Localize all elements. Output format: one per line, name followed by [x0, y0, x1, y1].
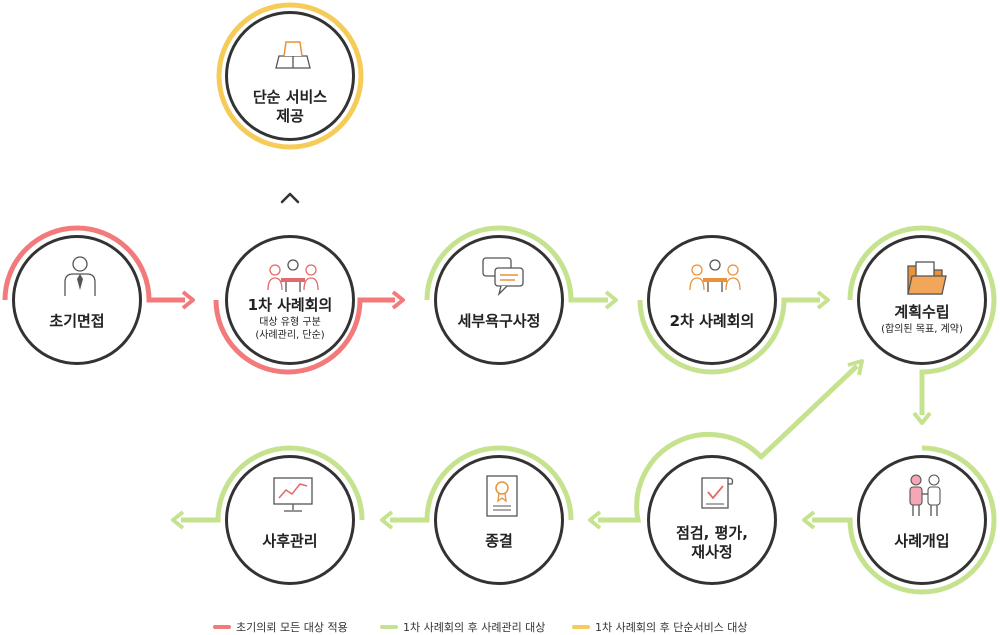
monitor-chart-icon — [273, 477, 313, 512]
green-arrowhead-2 — [816, 290, 830, 310]
people-icon — [909, 474, 941, 516]
legend-label: 초기의뢰 모든 대상 적용 — [236, 621, 348, 634]
green-arc-review — [598, 431, 764, 523]
node-title: 종결 — [485, 532, 513, 550]
node-title: 2차 사례회의 — [669, 312, 755, 330]
legend-item-green: 1차 사례회의 후 사례관리 대상 — [380, 619, 545, 635]
green-arrowhead-5 — [588, 510, 602, 530]
green-arc-needs — [424, 225, 608, 303]
green-arrowhead-1 — [604, 290, 618, 310]
meeting-icon — [689, 259, 741, 292]
legend-item-red: 초기의뢰 모든 대상 적용 — [213, 619, 348, 635]
red-arrowhead-2 — [391, 290, 405, 310]
businessman-icon — [64, 256, 96, 296]
green-arrowhead-3 — [912, 411, 932, 425]
green-arc-intervention — [812, 445, 997, 595]
green-diagonal-to-planning — [758, 364, 859, 460]
green-arc-second-meeting — [637, 297, 820, 375]
node-title: 초기면접 — [49, 312, 105, 330]
green-arc-aftercare — [181, 445, 365, 523]
node-title: 사후관리 — [262, 532, 318, 550]
legend-item-yellow: 1차 사례회의 후 단순서비스 대상 — [572, 619, 748, 635]
document-box-icon — [275, 41, 311, 69]
node-title: 1차 사례회의 — [247, 296, 333, 314]
node-planning: 계획수립 (합의된 목표, 계약) — [857, 235, 987, 365]
node-subtitle: (합의된 목표, 계약) — [881, 324, 963, 335]
red-arc-initial-interview — [2, 225, 185, 303]
node-intervention: 사례개입 — [857, 455, 987, 585]
chat-bubbles-icon — [482, 257, 524, 297]
green-arc-planning — [847, 225, 997, 415]
checklist-icon — [701, 477, 734, 509]
folder-icon — [907, 261, 947, 295]
green-arrowhead-7 — [380, 510, 394, 530]
node-title: 계획수립 — [894, 303, 950, 321]
node-title: 사례개입 — [894, 532, 950, 550]
legend-swatch — [380, 625, 398, 629]
legend-label: 1차 사례회의 후 사례관리 대상 — [403, 621, 546, 634]
node-subtitle: 대상 유형 구분 (사례관리, 단순) — [255, 317, 325, 341]
red-arc-first-meeting — [213, 297, 395, 375]
node-termination: 종결 — [434, 455, 564, 585]
green-arrowhead-6 — [847, 359, 864, 376]
legend-swatch — [572, 625, 590, 629]
node-title: 세부욕구사정 — [457, 312, 541, 330]
certificate-icon — [486, 475, 518, 517]
node-review: 점검, 평가, 재사정 — [647, 455, 777, 585]
node-initial-interview: 초기면접 — [12, 235, 142, 365]
node-needs-assessment: 세부욕구사정 — [434, 235, 564, 365]
green-arrowhead-8 — [171, 510, 185, 530]
chevron-up-icon — [280, 192, 300, 204]
green-arc-termination — [390, 445, 574, 523]
green-arrowhead-4 — [802, 510, 816, 530]
node-simple-service: 단순 서비스 제공 — [225, 11, 355, 141]
legend-label: 1차 사례회의 후 단순서비스 대상 — [595, 621, 748, 634]
node-aftercare: 사후관리 — [225, 455, 355, 585]
node-title: 단순 서비스 제공 — [252, 88, 328, 125]
node-title: 점검, 평가, 재사정 — [676, 524, 748, 561]
legend-swatch — [213, 625, 231, 629]
red-arrowhead-1 — [181, 290, 195, 310]
meeting-icon — [267, 259, 319, 292]
node-second-case-meeting: 2차 사례회의 — [647, 235, 777, 365]
node-first-case-meeting: 1차 사례회의 대상 유형 구분 (사례관리, 단순) — [225, 235, 355, 365]
yellow-ring — [216, 2, 364, 150]
